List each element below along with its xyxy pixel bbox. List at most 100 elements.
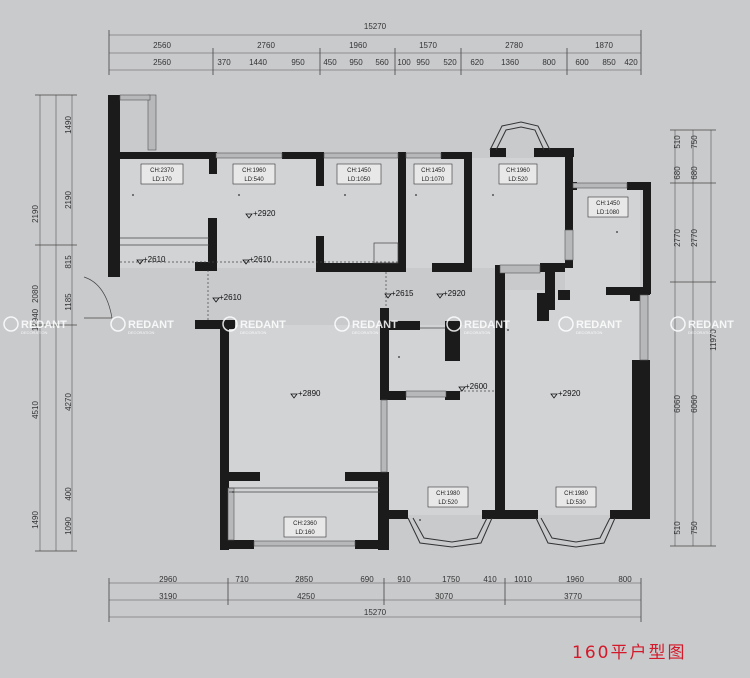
- dim-label: 850: [602, 58, 616, 67]
- level-label: +2610: [143, 255, 166, 264]
- dim-label: 2780: [505, 41, 523, 50]
- level-label: +2920: [253, 209, 276, 218]
- dim-label: 520: [443, 58, 457, 67]
- level-label: +2615: [391, 289, 414, 298]
- level-label: +2600: [465, 382, 488, 391]
- level-markers: +2920 +2610 +2610 +2610 +2615 +2920 +289…: [143, 209, 581, 398]
- dimension-lines: [39, 34, 712, 618]
- window-ch: CH:2360: [293, 521, 317, 527]
- dim-label: 370: [217, 58, 231, 67]
- svg-text:REDANT: REDANT: [21, 319, 67, 331]
- dim-label: 1490: [64, 116, 73, 134]
- dim-label: 815: [64, 255, 73, 269]
- window-ld: LD:160: [295, 530, 315, 536]
- dim-label: 1440: [249, 58, 267, 67]
- dim-label: 1960: [566, 575, 584, 584]
- watermarks: REDANT DECORATION REDANT DECORATION REDA…: [3, 316, 734, 335]
- dim-label: 950: [416, 58, 430, 67]
- svg-text:DECORATION: DECORATION: [352, 330, 378, 335]
- window-ld: LD:540: [244, 177, 264, 183]
- dim-label: 2850: [295, 575, 313, 584]
- dim-label: 6060: [690, 395, 699, 413]
- walls: [108, 95, 651, 550]
- window-ld: LD:1070: [422, 177, 445, 183]
- dim-label: 1960: [349, 41, 367, 50]
- dim-label: 690: [360, 575, 374, 584]
- window-ch: CH:2370: [150, 168, 174, 174]
- dim-label: 710: [235, 575, 249, 584]
- window-ch: CH:1450: [421, 168, 445, 174]
- dim-label: 4250: [297, 592, 315, 601]
- window-ch: CH:1450: [347, 168, 371, 174]
- dim-label: 4510: [31, 401, 40, 419]
- watermark-logo: REDANT DECORATION: [334, 316, 398, 335]
- plan-title: 160平户型图: [572, 643, 687, 663]
- dim-label: 910: [397, 575, 411, 584]
- svg-text:DECORATION: DECORATION: [464, 330, 490, 335]
- window-ch: CH:1980: [564, 491, 588, 497]
- window-ld: LD:530: [566, 500, 586, 506]
- dim-top-row2: 2560 370 1440 950 450 950 560 100 950 52…: [153, 58, 638, 67]
- dim-label: 2760: [257, 41, 275, 50]
- dim-left-inner: 1490 2190 815 1185 4270 400 1090: [64, 116, 73, 535]
- watermark-logo: REDANT DECORATION: [670, 316, 734, 335]
- dim-label: 1360: [501, 58, 519, 67]
- level-label: +2610: [219, 293, 242, 302]
- svg-text:DECORATION: DECORATION: [576, 330, 602, 335]
- dim-label: 3770: [564, 592, 582, 601]
- svg-text:REDANT: REDANT: [576, 319, 622, 331]
- window-ch: CH:1980: [436, 491, 460, 497]
- dim-label: 800: [542, 58, 556, 67]
- dim-label: 4270: [64, 393, 73, 411]
- dim-label: 2080: [31, 285, 40, 303]
- watermark-logo: REDANT DECORATION: [222, 316, 286, 335]
- window-ch: CH:1450: [596, 201, 620, 207]
- dim-label: 420: [624, 58, 638, 67]
- dim-label: 1570: [419, 41, 437, 50]
- level-label: +2920: [558, 389, 581, 398]
- window-ld: LD:1050: [348, 177, 371, 183]
- watermark-logo: REDANT DECORATION: [558, 316, 622, 335]
- svg-text:DECORATION: DECORATION: [240, 330, 266, 335]
- dim-label: 450: [323, 58, 337, 67]
- dim-label: 950: [349, 58, 363, 67]
- dim-label: 680: [690, 166, 699, 180]
- svg-text:REDANT: REDANT: [128, 319, 174, 331]
- dim-label: 560: [375, 58, 389, 67]
- dim-bottom-total: 15270: [364, 608, 387, 617]
- svg-text:REDANT: REDANT: [464, 319, 510, 331]
- level-label: +2920: [443, 289, 466, 298]
- dim-label: 6060: [673, 395, 682, 413]
- dim-right-total: 11970: [709, 329, 718, 351]
- window-tag-texts: CH:2370 LD:170 CH:1960 LD:540 CH:1450 LD…: [150, 168, 620, 536]
- window-ch: CH:1960: [506, 168, 530, 174]
- dim-label: 2770: [690, 229, 699, 247]
- dim-label: 2560: [153, 58, 171, 67]
- dim-label: 1750: [442, 575, 460, 584]
- dim-right-inner: 510 680 2770 6060 510: [673, 135, 682, 535]
- dim-label: 1010: [514, 575, 532, 584]
- dim-label: 950: [291, 58, 305, 67]
- dim-left-outer: 2190 2080 4510 1490: [31, 205, 40, 529]
- dim-label: 2190: [64, 191, 73, 209]
- dim-label: 400: [64, 487, 73, 501]
- dim-label: 680: [673, 166, 682, 180]
- svg-text:REDANT: REDANT: [352, 319, 398, 331]
- dim-label: 1185: [64, 293, 73, 311]
- dim-label: 2770: [673, 229, 682, 247]
- dim-label: 410: [483, 575, 497, 584]
- svg-text:REDANT: REDANT: [688, 319, 734, 331]
- watermark-logo: REDANT DECORATION: [110, 316, 174, 335]
- dim-label: 3070: [435, 592, 453, 601]
- dim-label: 3190: [159, 592, 177, 601]
- svg-text:DECORATION: DECORATION: [128, 330, 154, 335]
- watermark-logo: REDANT DECORATION: [3, 316, 67, 335]
- window-tags: [140, 163, 629, 538]
- dim-right-outer: 750 680 2770 6060 750: [690, 135, 699, 535]
- dimension-ticks: [35, 30, 716, 622]
- dim-label: 600: [575, 58, 589, 67]
- dim-label: 2560: [153, 41, 171, 50]
- dim-label: 1490: [31, 511, 40, 529]
- window-frames: [119, 94, 649, 547]
